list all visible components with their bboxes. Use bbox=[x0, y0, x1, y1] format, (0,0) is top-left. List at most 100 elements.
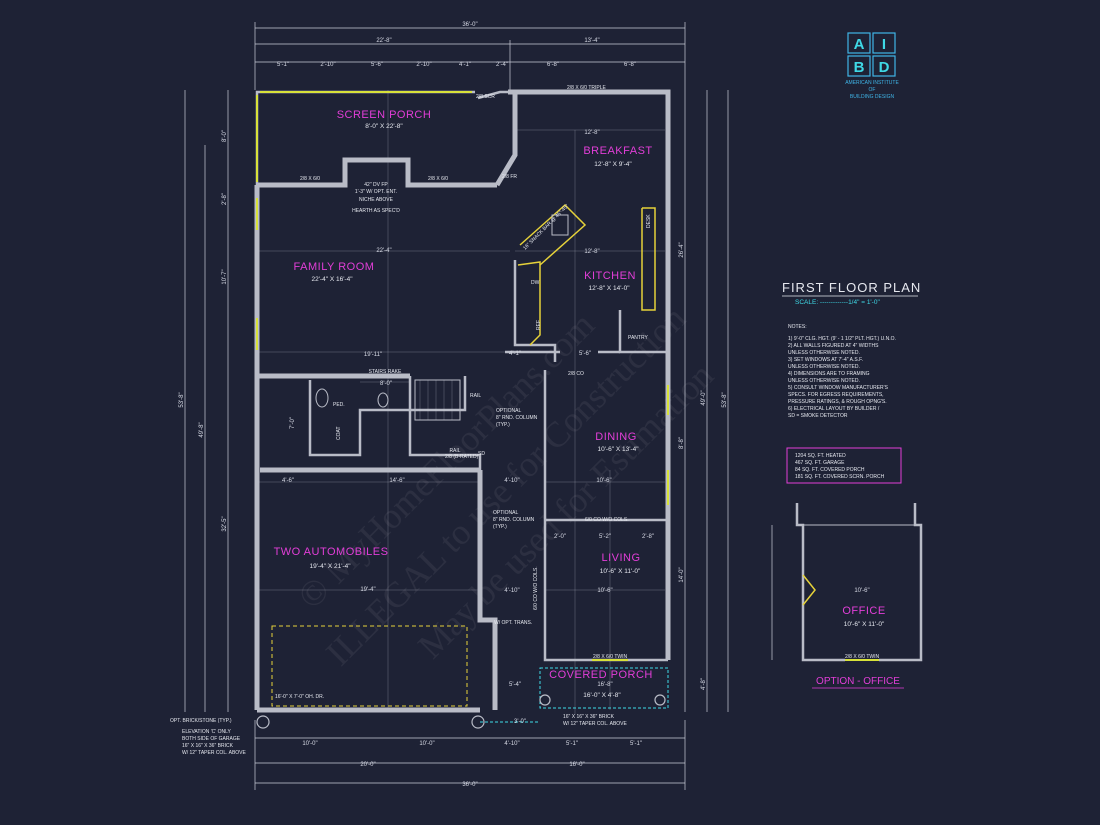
dim-r2-2: 49'-0" bbox=[701, 390, 707, 405]
note-5: UNLESS OTHERWISE NOTED. bbox=[788, 364, 860, 370]
logo-letter-b: B bbox=[854, 59, 865, 76]
title-text: FIRST FLOOR PLAN bbox=[782, 280, 921, 295]
dim-r2-3: 4'-8" bbox=[701, 678, 707, 690]
room-breakfast-name: BREAKFAST bbox=[583, 145, 652, 157]
area-summary: 1204 SQ. FT. HEATED 467 SQ. FT. GARAGE 8… bbox=[786, 447, 902, 484]
room-dining-size: 10'-6" X 13'-4" bbox=[597, 446, 639, 453]
win-268-b: 2/8 X 6/0 bbox=[428, 176, 448, 182]
note-10: PRESSURE RATINGS, & ROUGH OPNG'S. bbox=[788, 399, 887, 405]
column1-1: OPTIONAL bbox=[496, 408, 522, 414]
brick-4: 16" X 16" X 36" BRICK bbox=[182, 743, 234, 749]
coat-label: COAT bbox=[336, 426, 342, 440]
hearth-4: HEARTH AS SPEC'D bbox=[352, 208, 400, 214]
room-labels: SCREEN PORCH 8'-0" X 22'-8" BREAKFAST 12… bbox=[274, 109, 653, 699]
right-dimensions: 53'-8" 26'-4" 49'-0" 4'-8" 8'-8" 14'-0" bbox=[679, 90, 729, 712]
note-12: SD = SMOKE DETECTOR bbox=[788, 413, 848, 419]
dim-b2-2: 16'-0" bbox=[569, 762, 584, 768]
dim-t3-8: 6'-8" bbox=[624, 62, 636, 68]
desk-label: DESK bbox=[646, 214, 652, 228]
idim-3-0: 3'-0" bbox=[514, 719, 526, 725]
room-covered-porch-size: 16'-0" X 4'-8" bbox=[583, 692, 621, 699]
dim-t3-4: 2'-10" bbox=[416, 62, 431, 68]
room-garage-name: TWO AUTOMOBILES bbox=[274, 546, 389, 558]
walls bbox=[254, 89, 671, 713]
b-rated-door: 2/8 (B-RATED) bbox=[445, 454, 479, 460]
dim-t3-5: 4'-1" bbox=[459, 62, 471, 68]
dim-l3-3: 10'-7" bbox=[222, 269, 228, 284]
note-7: UNLESS OTHERWISE NOTED. bbox=[788, 378, 860, 384]
aibd-logo: A I B D AMERICAN INSTITUTE OF BUILDING D… bbox=[845, 32, 899, 100]
dim-r3-1: 8'-8" bbox=[679, 437, 685, 449]
win-268-a: 2/8 X 6/0 bbox=[300, 176, 320, 182]
column1-3: (TYP.) bbox=[496, 422, 510, 428]
room-dining-name: DINING bbox=[595, 431, 637, 443]
dim-left-overall: 53'-8" bbox=[179, 392, 185, 407]
dim-b1-2: 10'-0" bbox=[419, 741, 434, 747]
rail-label: RAIL bbox=[470, 393, 481, 399]
logo-name-2: OF bbox=[869, 87, 876, 93]
column1-2: 8" RND. COLUMN bbox=[496, 415, 538, 421]
dim-top-right: 13'-4" bbox=[584, 38, 599, 44]
dim-bottom-overall: 36'-0" bbox=[462, 782, 477, 788]
hearth-2: 1'-3" W/ OPT. ENT. bbox=[355, 189, 397, 195]
garage-door bbox=[271, 625, 468, 707]
note-3: UNLESS OTHERWISE NOTED. bbox=[788, 350, 860, 356]
note-11: 6) ELECTRICAL LAYOUT BY BUILDER / bbox=[788, 406, 880, 412]
dim-l3-6: 32'-5" bbox=[222, 516, 228, 531]
idim-12-8-b: 12'-8" bbox=[584, 249, 599, 255]
door-2-8-fr: 2/8 FR bbox=[502, 174, 517, 180]
half-bath bbox=[315, 388, 389, 408]
dim-b1-5: 5'-1" bbox=[630, 741, 642, 747]
dim-t3-7: 6'-8" bbox=[547, 62, 559, 68]
door-triple: 2/8 X 6/0 TRIPLE bbox=[567, 85, 606, 91]
column2-3: (TYP.) bbox=[493, 524, 507, 530]
porch-col-1: 16" X 16" X 36" BRICK bbox=[563, 714, 615, 720]
interior-dims: 12'-8" 12'-8" 22'-4" 19'-11" 8'-0" 14'-6… bbox=[360, 130, 654, 725]
dim-right-overall: 53'-8" bbox=[722, 392, 728, 407]
dim-b2-1: 20'-0" bbox=[360, 762, 375, 768]
idim-2-0: 2'-0" bbox=[554, 534, 566, 540]
dim-top-left: 22'-8" bbox=[376, 38, 391, 44]
dim-left-2: 49'-8" bbox=[199, 422, 205, 437]
twin-window: 2/8 X 6/0 TWIN bbox=[593, 654, 627, 660]
garage-door-label: 16'-0" X 7'-0" OH. DR. bbox=[275, 694, 324, 700]
dim-top-row3: 5'-1" 2'-10" 5'-6" 2'-10" 4'-1" 2'-4" 6'… bbox=[277, 62, 636, 68]
opt-trans: W/ OPT. TRANS. bbox=[494, 620, 532, 626]
cased-cols-2: 6/0 CO W/O COLS. bbox=[533, 566, 539, 610]
room-living-size: 10'-6" X 11'-0" bbox=[600, 568, 641, 575]
room-office-name: OFFICE bbox=[842, 605, 885, 617]
room-kitchen-size: 12'-8" X 14'-0" bbox=[588, 285, 630, 292]
hearth-1: 42" DV FP bbox=[364, 182, 388, 188]
idim-22-4: 22'-4" bbox=[376, 248, 391, 254]
idim-12-8-a: 12'-8" bbox=[584, 130, 599, 136]
top-dimensions: 36'-0" 22'-8" 13'-4" 5'-1" 2'-10" 5'-6" … bbox=[254, 22, 686, 90]
area-garage: 467 SQ. FT. GARAGE bbox=[795, 460, 845, 466]
interior-guides bbox=[255, 90, 665, 715]
dim-l3-2: 2'-8" bbox=[222, 193, 228, 205]
idim-4-1: 4'-1" bbox=[509, 351, 521, 357]
idim-19-11: 19'-11" bbox=[364, 352, 382, 358]
left-dimensions: 53'-8" 49'-8" 8'-0" 2'-8" 10'-7" 7'-0" 3… bbox=[179, 90, 296, 712]
idim-8-0: 8'-0" bbox=[380, 381, 392, 387]
room-family-name: FAMILY ROOM bbox=[294, 261, 375, 273]
dim-l3-1: 8'-0" bbox=[222, 130, 228, 142]
column2-1: OPTIONAL bbox=[493, 510, 519, 516]
dim-t3-3: 5'-6" bbox=[371, 62, 383, 68]
notes: NOTES: 1) 9'-0" CLG. HGT. (9' - 1 1/2" P… bbox=[788, 324, 896, 419]
porch-col-2: W/ 12" TAPER COL. ABOVE bbox=[563, 721, 627, 727]
co-label: 2/8 CO bbox=[568, 371, 584, 377]
area-heated: 1204 SQ. FT. HEATED bbox=[795, 453, 846, 459]
dim-r3-3: 14'-0" bbox=[679, 567, 685, 582]
idim-5-4: 5'-4" bbox=[509, 682, 521, 688]
idim-5-6: 5'-6" bbox=[579, 351, 591, 357]
pantry-label: PANTRY bbox=[628, 335, 648, 341]
idim-2-8: 2'-8" bbox=[642, 534, 654, 540]
stairs-rake: STAIRS RAKE bbox=[369, 369, 402, 375]
room-office-size: 10'-6" X 11'-0" bbox=[844, 621, 885, 628]
cased-cols: 6/0 CO W/O COLS. bbox=[585, 517, 629, 523]
covered-porch bbox=[256, 667, 669, 729]
dim-b1-4: 5'-1" bbox=[566, 741, 578, 747]
notes-heading: NOTES: bbox=[788, 324, 807, 330]
dim-t3-2: 2'-10" bbox=[320, 62, 335, 68]
